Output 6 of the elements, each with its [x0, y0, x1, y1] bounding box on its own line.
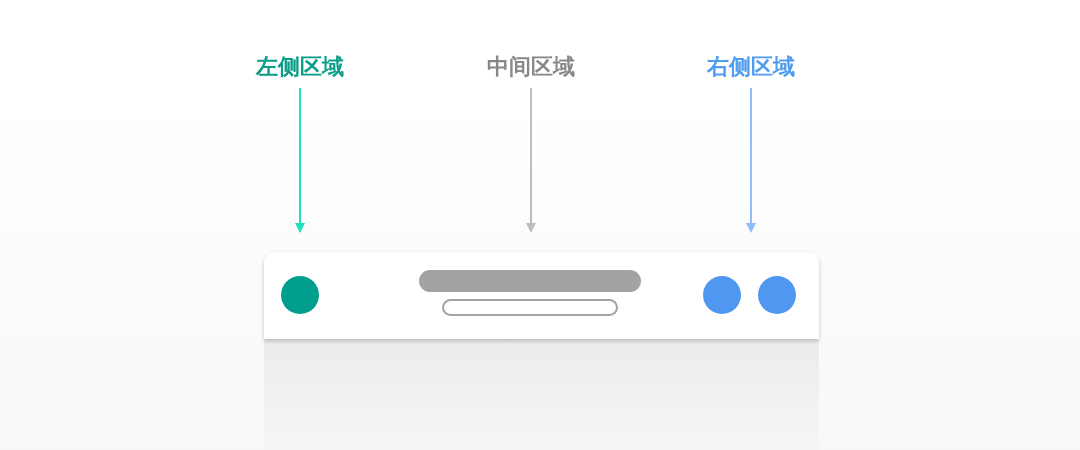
region-label: 右侧区域 — [707, 52, 795, 82]
region-label: 左侧区域 — [256, 52, 344, 82]
arrow — [746, 87, 756, 233]
region-label: 中间区域 — [487, 52, 575, 82]
arrow — [295, 87, 305, 233]
arrow — [526, 87, 536, 233]
